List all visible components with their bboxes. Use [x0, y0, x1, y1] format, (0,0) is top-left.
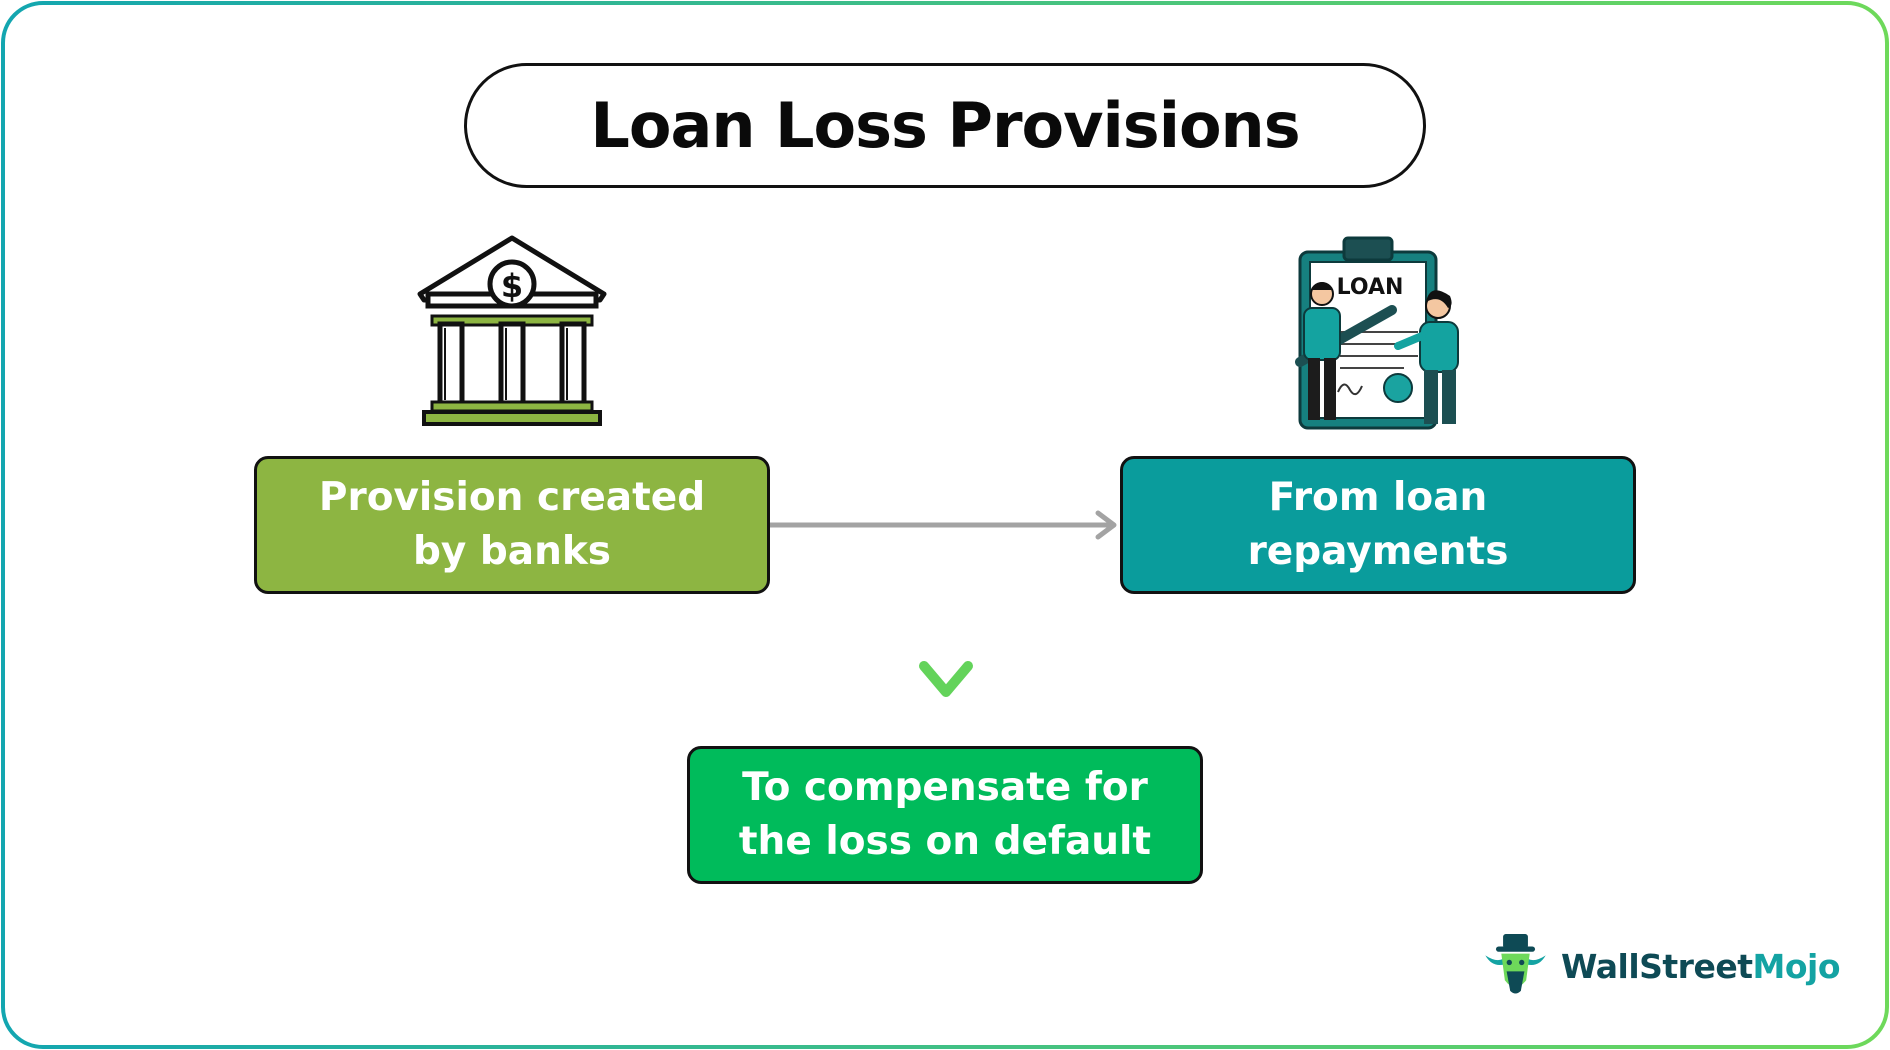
node-compensate-loss: To compensate for the loss on default [687, 746, 1203, 884]
loan-label: LOAN [1337, 275, 1404, 300]
bull-mascot-icon [1485, 934, 1546, 994]
node-compensate-loss-line2: the loss on default [738, 819, 1152, 864]
node-provision-created: Provision created by banks [254, 456, 770, 594]
node-loan-repayments-line2: repayments [1247, 529, 1509, 574]
arrow-down-connector [919, 576, 973, 697]
arrow-right-connector [770, 510, 1117, 540]
brand-wordmark-part2: Mojo [1752, 946, 1841, 986]
node-compensate-loss-line1: To compensate for [742, 765, 1148, 810]
node-provision-created-line2: by banks [412, 529, 612, 574]
brand-logo: WallStreetMojo [1480, 928, 1840, 1004]
node-loan-repayments: From loan repayments [1120, 456, 1636, 594]
bank-icon: $ [417, 235, 607, 426]
page-title: Loan Loss Provisions [464, 63, 1426, 188]
node-provision-created-line1: Provision created [318, 475, 706, 520]
svg-text:$: $ [501, 267, 523, 305]
node-loan-repayments-line1: From loan [1268, 475, 1488, 520]
brand-wordmark-part1: WallStreet [1561, 946, 1753, 986]
loan-clipboard-icon: LOAN [1295, 236, 1459, 430]
brand-wordmark: WallStreetMojo [1561, 947, 1840, 986]
